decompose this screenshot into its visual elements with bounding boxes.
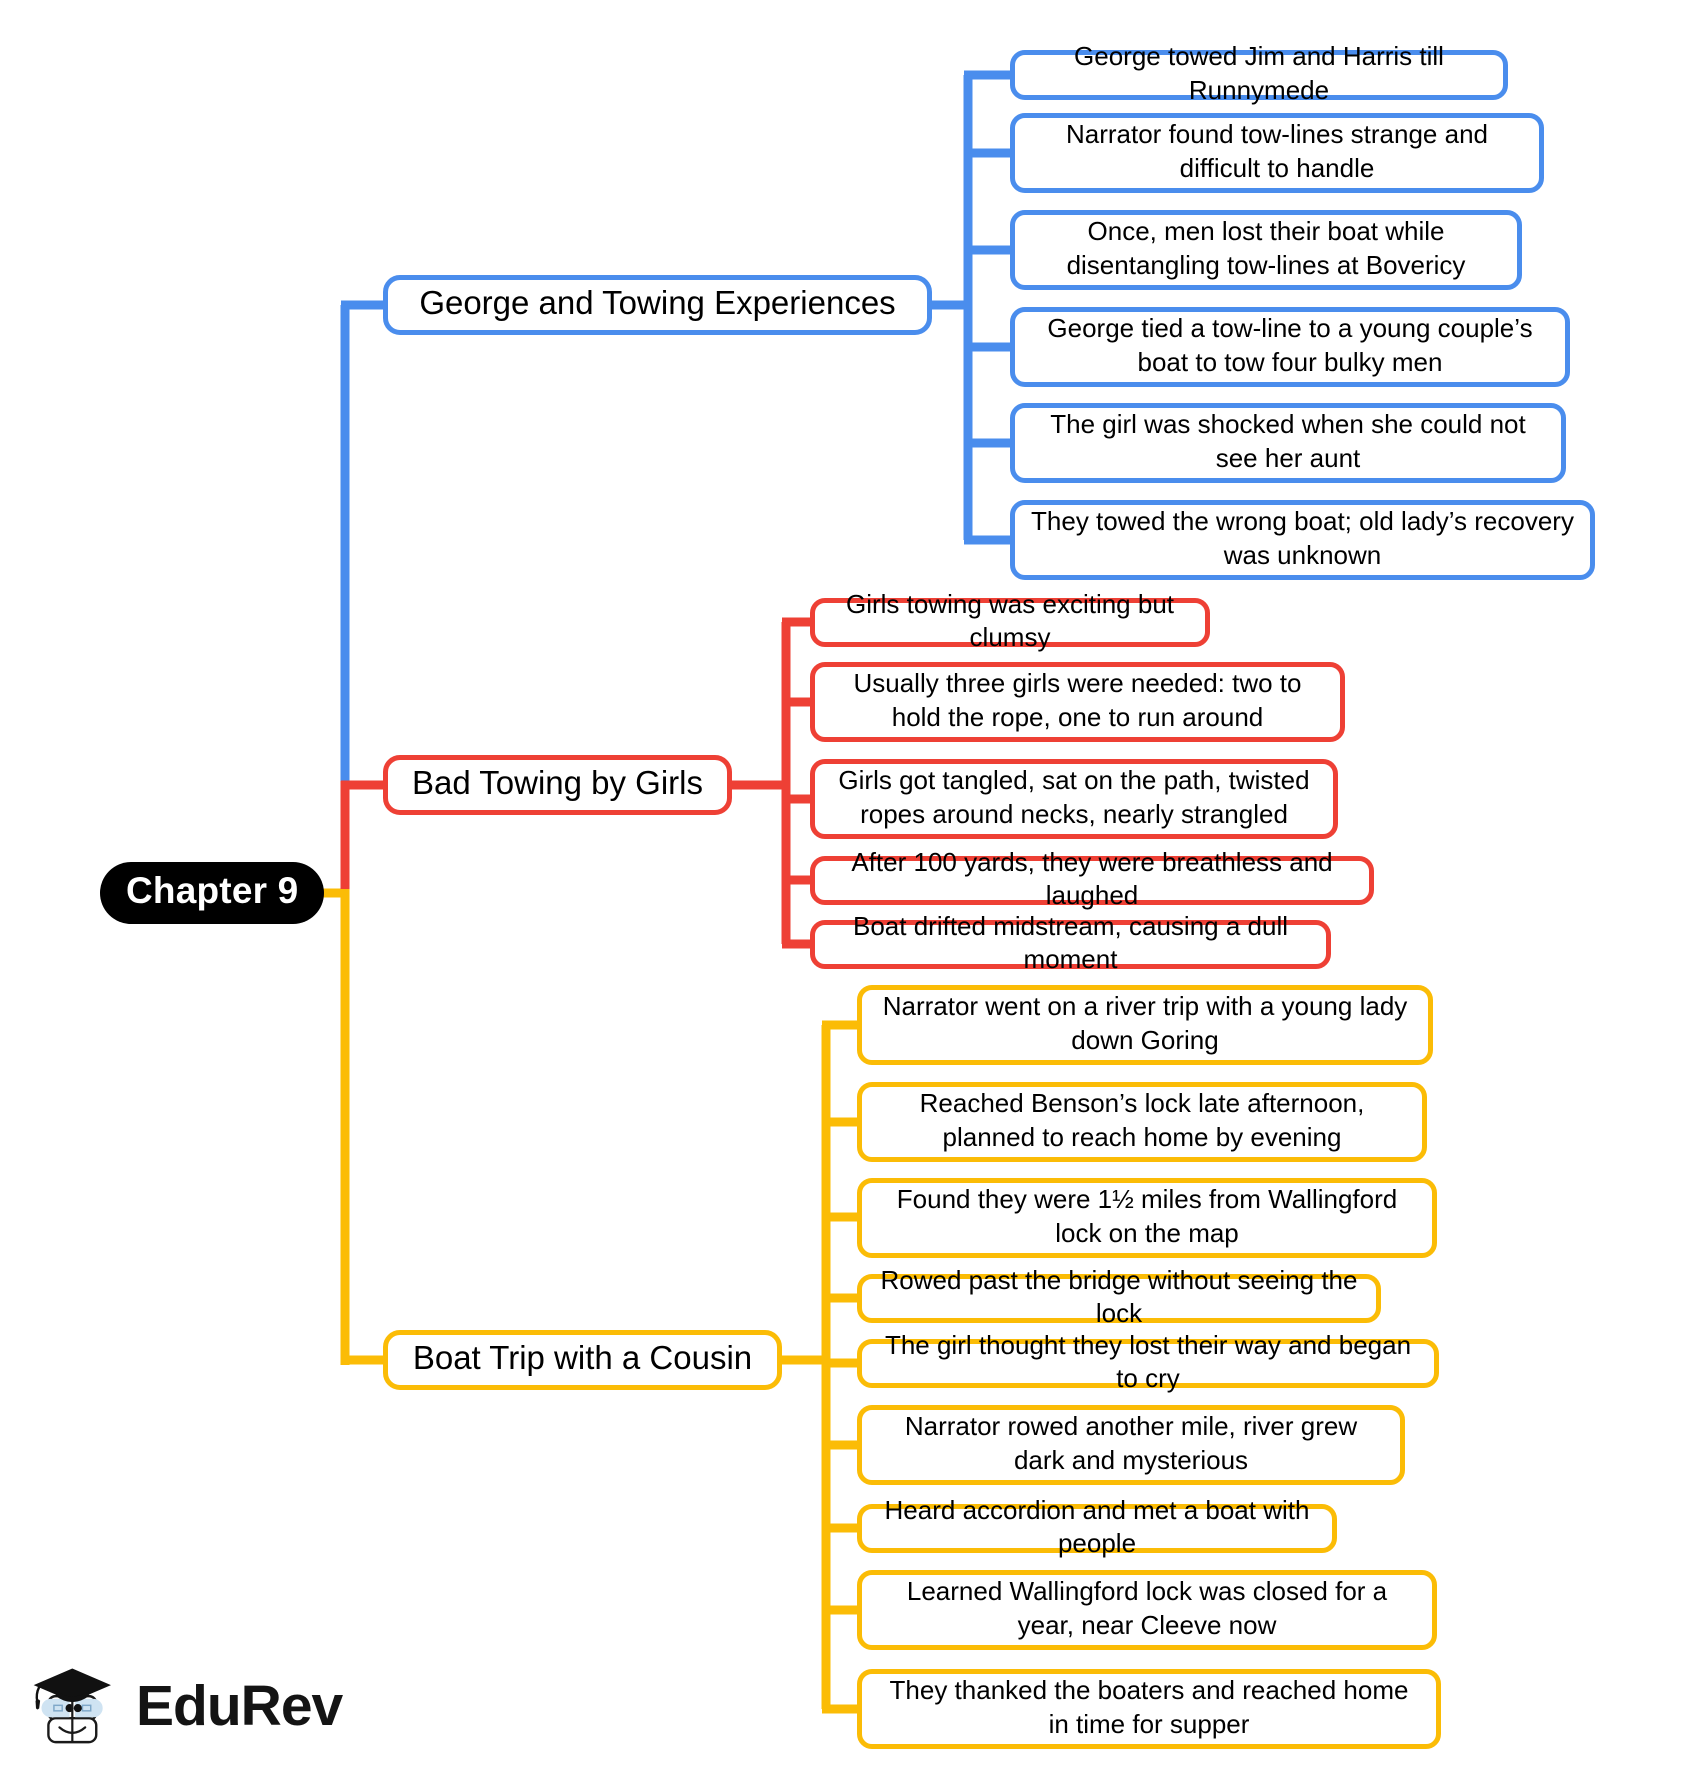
leaf-node[interactable]: Found they were 1½ miles from Wallingfor… <box>857 1178 1437 1258</box>
leaf-node-label: George tied a tow-line to a young couple… <box>1047 313 1533 377</box>
leaf-node[interactable]: Narrator found tow-lines strange and dif… <box>1010 113 1544 193</box>
root-node-chapter-9[interactable]: Chapter 9 <box>100 862 325 924</box>
leaf-node-label: After 100 yards, they were breathless an… <box>851 846 1333 910</box>
branch-node-boat-trip-with-a-cousin[interactable]: Boat Trip with a Cousin <box>383 1330 782 1390</box>
leaf-node-label: Narrator went on a river trip with a you… <box>882 991 1408 1055</box>
leaf-node-label: The girl thought they lost their way and… <box>884 1329 1412 1393</box>
edurev-wordmark: EduRev <box>136 1674 343 1738</box>
leaf-node-label: Girls towing was exciting but clumsy <box>845 588 1175 652</box>
leaf-node[interactable]: Learned Wallingford lock was closed for … <box>857 1570 1437 1650</box>
leaf-node[interactable]: Usually three girls were needed: two to … <box>810 662 1345 742</box>
leaf-node-label: Rowed past the bridge without seeing the… <box>880 1264 1358 1328</box>
leaf-node[interactable]: Heard accordion and met a boat with peop… <box>857 1495 1337 1558</box>
branch-node-george-and-towing-experiences[interactable]: George and Towing Experiences <box>383 275 932 335</box>
leaf-node-label: Narrator found tow-lines strange and dif… <box>1065 119 1488 183</box>
leaf-node[interactable]: Boat drifted midstream, causing a dull m… <box>810 911 1331 974</box>
leaf-node-label: Once, men lost their boat while disentan… <box>1066 216 1466 280</box>
edurev-logo: EduRev <box>30 1653 343 1765</box>
leaf-node-label: George towed Jim and Harris till Runnyme… <box>1074 41 1444 105</box>
leaf-node[interactable]: The girl was shocked when she could not … <box>1010 403 1566 483</box>
leaf-node[interactable]: Reached Benson’s lock late afternoon, pl… <box>857 1082 1427 1162</box>
branch-node-label: Bad Towing by Girls <box>411 764 704 802</box>
leaf-node-label: Boat drifted midstream, causing a dull m… <box>853 910 1288 974</box>
leaf-node[interactable]: Once, men lost their boat while disentan… <box>1010 210 1522 290</box>
leaf-node-label: Usually three girls were needed: two to … <box>853 668 1302 732</box>
leaf-node[interactable]: George towed Jim and Harris till Runnyme… <box>1010 41 1508 105</box>
branch-node-bad-towing-by-girls[interactable]: Bad Towing by Girls <box>383 755 732 815</box>
leaf-node[interactable]: After 100 yards, they were breathless an… <box>810 847 1374 910</box>
leaf-node-label: Reached Benson’s lock late afternoon, pl… <box>919 1088 1365 1152</box>
leaf-node-label: Found they were 1½ miles from Wallingfor… <box>896 1184 1398 1248</box>
leaf-node[interactable]: Narrator went on a river trip with a you… <box>857 985 1433 1065</box>
root-node-label: Chapter 9 <box>126 869 299 911</box>
leaf-node[interactable]: George tied a tow-line to a young couple… <box>1010 307 1570 387</box>
leaf-node[interactable]: They thanked the boaters and reached hom… <box>857 1669 1441 1749</box>
leaf-node-label: Girls got tangled, sat on the path, twis… <box>838 765 1310 829</box>
leaf-node-label: Learned Wallingford lock was closed for … <box>906 1576 1388 1640</box>
leaf-node-label: Heard accordion and met a boat with peop… <box>884 1494 1310 1558</box>
leaf-node-label: They thanked the boaters and reached hom… <box>889 1675 1409 1739</box>
leaf-node[interactable]: Narrator rowed another mile, river grew … <box>857 1405 1405 1485</box>
leaf-node[interactable]: They towed the wrong boat; old lady’s re… <box>1010 500 1595 580</box>
leaf-node[interactable]: The girl thought they lost their way and… <box>857 1330 1439 1393</box>
leaf-node[interactable]: Girls towing was exciting but clumsy <box>810 589 1210 652</box>
leaf-node-label: Narrator rowed another mile, river grew … <box>904 1411 1358 1475</box>
leaf-node-label: The girl was shocked when she could not … <box>1050 409 1526 473</box>
leaf-node[interactable]: Girls got tangled, sat on the path, twis… <box>810 759 1338 839</box>
leaf-node-label: They towed the wrong boat; old lady’s re… <box>1031 506 1574 570</box>
leaf-node[interactable]: Rowed past the bridge without seeing the… <box>857 1265 1381 1328</box>
graduation-cap-book-icon <box>33 1668 111 1744</box>
branch-node-label: Boat Trip with a Cousin <box>412 1339 753 1377</box>
branch-node-label: George and Towing Experiences <box>419 284 896 322</box>
